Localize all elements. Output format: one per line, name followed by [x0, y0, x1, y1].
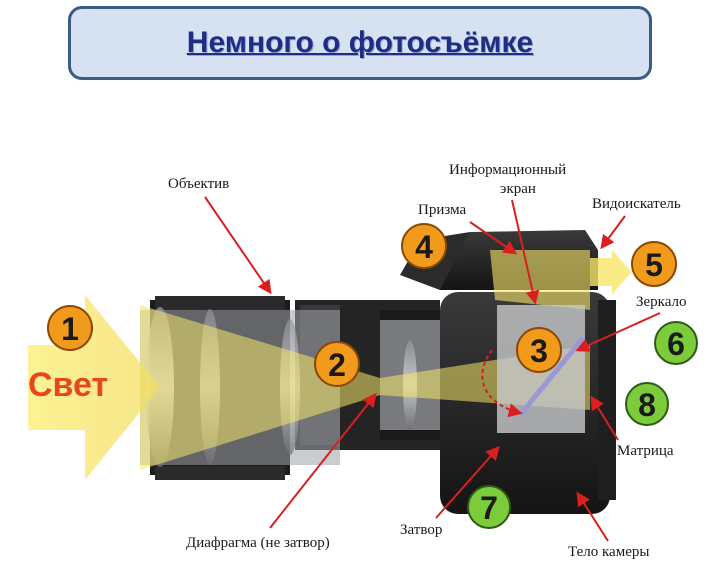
svg-text:6: 6	[667, 326, 685, 362]
badge-2: 2	[314, 341, 360, 387]
label-info-screen-1: Информационный	[449, 162, 566, 178]
badge-8: 8	[625, 382, 669, 426]
label-shutter: Затвор	[400, 522, 442, 538]
label-matrix: Матрица	[617, 443, 674, 459]
badge-4: 4	[401, 223, 447, 269]
label-aperture: Диафрагма (не затвор)	[186, 535, 330, 551]
badge-3: 3	[516, 327, 562, 373]
badge-6: 6	[654, 321, 698, 365]
badge-1: 1	[47, 305, 93, 351]
title-box: Немного о фотосъёмке	[68, 6, 652, 80]
svg-text:4: 4	[415, 229, 433, 265]
label-prism: Призма	[418, 202, 466, 218]
svg-text:8: 8	[638, 387, 656, 423]
page-title: Немного о фотосъёмке	[186, 26, 534, 59]
svg-text:3: 3	[530, 333, 548, 369]
label-mirror: Зеркало	[636, 294, 687, 310]
label-info-screen-2: экран	[500, 181, 536, 197]
svg-text:7: 7	[480, 490, 498, 526]
label-viewfinder: Видоискатель	[592, 196, 681, 212]
svg-text:5: 5	[645, 247, 663, 283]
svg-text:2: 2	[328, 347, 346, 383]
label-lens: Объектив	[168, 176, 229, 192]
svg-text:1: 1	[61, 311, 79, 347]
badge-5: 5	[631, 241, 677, 287]
label-camera-body: Тело камеры	[568, 544, 649, 560]
badge-7: 7	[467, 485, 511, 529]
pointer-arrows	[204, 196, 661, 542]
light-word: Свет	[28, 366, 108, 404]
